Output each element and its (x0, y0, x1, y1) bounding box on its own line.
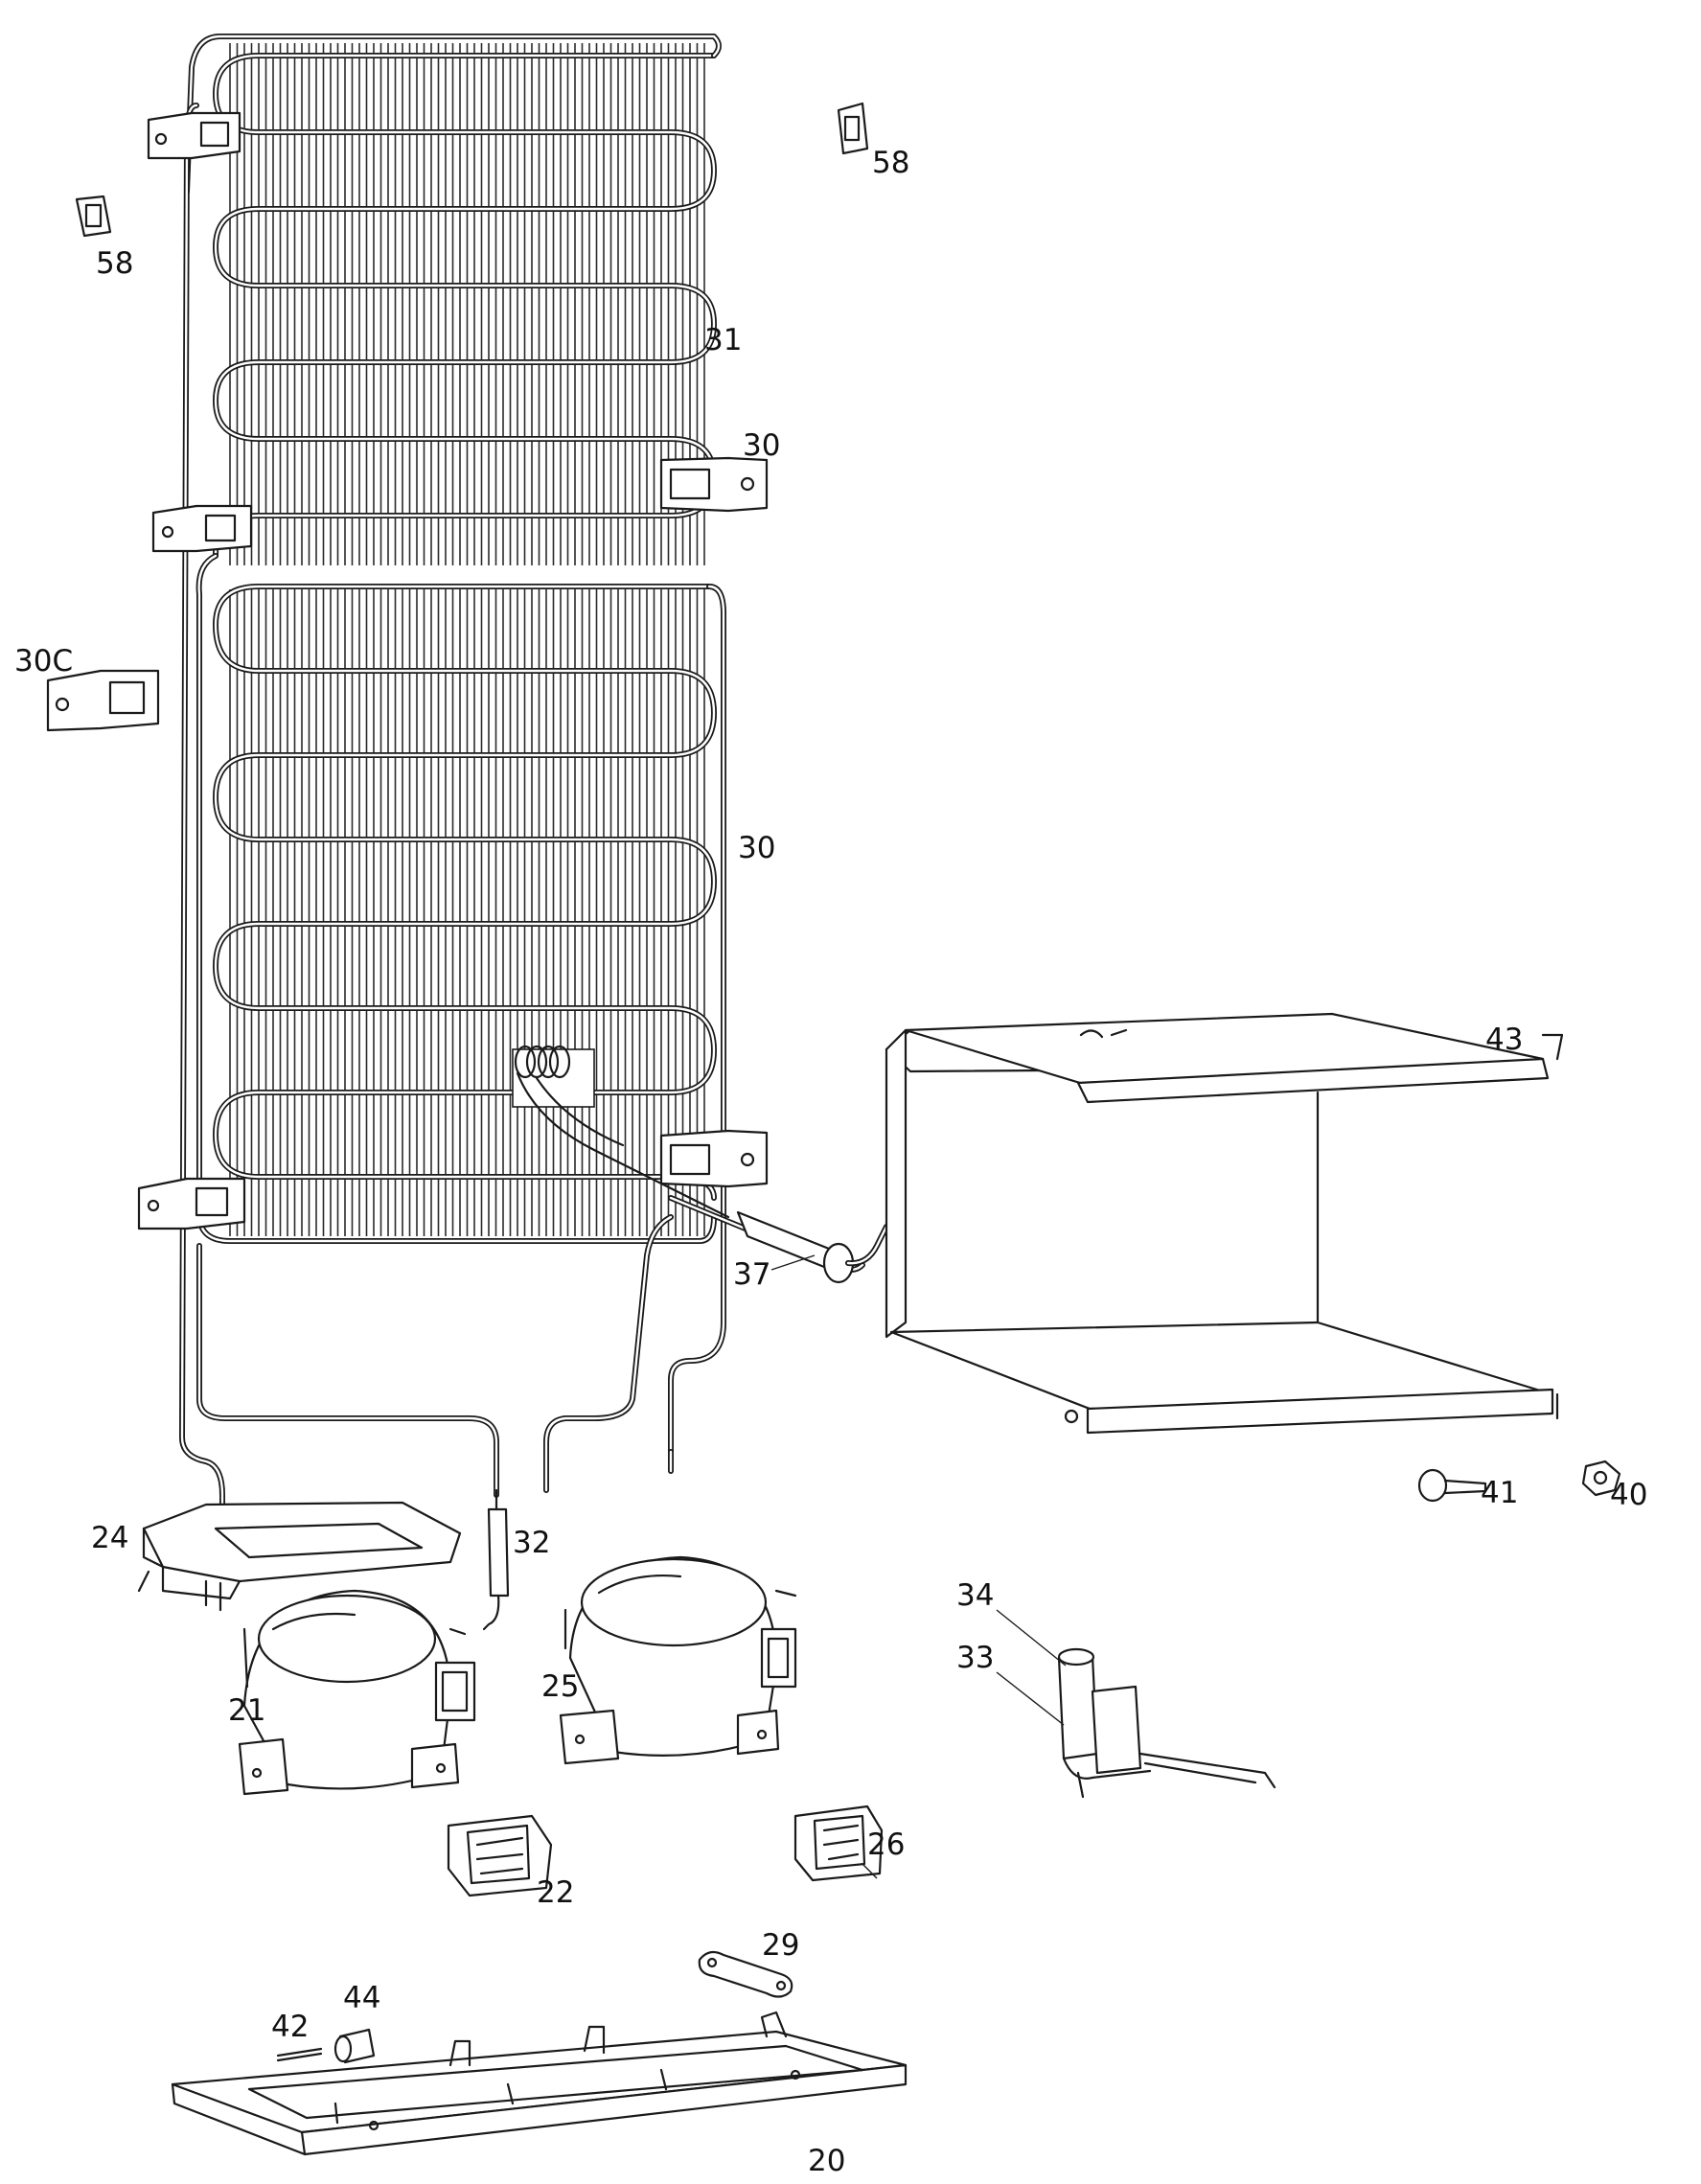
bracket-low-right (659, 1129, 769, 1188)
callout-26: 26 (867, 1828, 905, 1862)
compressor-25 (559, 1555, 797, 1765)
callout-labels: 58 58 31 30 30C 30 43 37 41 40 24 32 34 … (14, 146, 1647, 2178)
bracket-30c (46, 669, 160, 732)
relay-26 (793, 1805, 884, 1882)
callout-43: 43 (1485, 1023, 1523, 1057)
callout-58-left: 58 (96, 246, 133, 281)
callout-31: 31 (704, 323, 742, 357)
callout-40: 40 (1610, 1478, 1647, 1512)
callout-30-top: 30 (743, 428, 780, 463)
callout-42: 42 (271, 2010, 309, 2044)
callout-30-side: 30 (738, 831, 775, 865)
condenser-coil-lower (195, 553, 726, 1455)
condenser-coil-upper (184, 34, 722, 565)
drier-32 (482, 1488, 510, 1631)
callout-58-top: 58 (872, 146, 909, 180)
link-29 (698, 1950, 793, 1998)
bracket-mid-right (659, 456, 769, 513)
screw-41 (1417, 1468, 1487, 1503)
bracket-low-left (137, 1177, 246, 1230)
callout-29: 29 (762, 1928, 799, 1963)
refrigerant-tubing (179, 103, 865, 1555)
base-frame (171, 2011, 908, 2156)
bracket-top-left (147, 111, 241, 160)
callout-20: 20 (808, 2144, 845, 2178)
start-capacitor (996, 1609, 1276, 1799)
clip-58-left (75, 195, 112, 238)
callout-32: 32 (513, 1526, 550, 1560)
callout-41: 41 (1481, 1476, 1518, 1510)
callout-24: 24 (91, 1521, 128, 1555)
bushing-44 (333, 2028, 376, 2064)
callout-33: 33 (956, 1641, 994, 1675)
compressor-21 (238, 1589, 476, 1796)
clip-58-top (837, 102, 869, 155)
callout-34: 34 (956, 1578, 994, 1613)
callout-37: 37 (733, 1257, 770, 1292)
relay-22 (447, 1814, 553, 1897)
pin-42 (276, 2047, 323, 2062)
callout-22: 22 (537, 1875, 574, 1910)
evaporator-box (885, 1012, 1564, 1435)
callout-25: 25 (541, 1669, 579, 1704)
capillary-coil (512, 1045, 730, 1219)
callout-21: 21 (228, 1693, 265, 1728)
condenser-lower-wires (229, 589, 705, 1236)
bracket-mid-left (151, 504, 253, 553)
callout-30c: 30C (14, 644, 73, 678)
nut-40 (1581, 1460, 1621, 1497)
condenser-upper-wires (229, 43, 705, 565)
callout-44: 44 (343, 1981, 380, 2015)
condenser-brackets (137, 111, 769, 1230)
filter-dryer (736, 1210, 889, 1284)
drip-tray (137, 1501, 462, 1612)
